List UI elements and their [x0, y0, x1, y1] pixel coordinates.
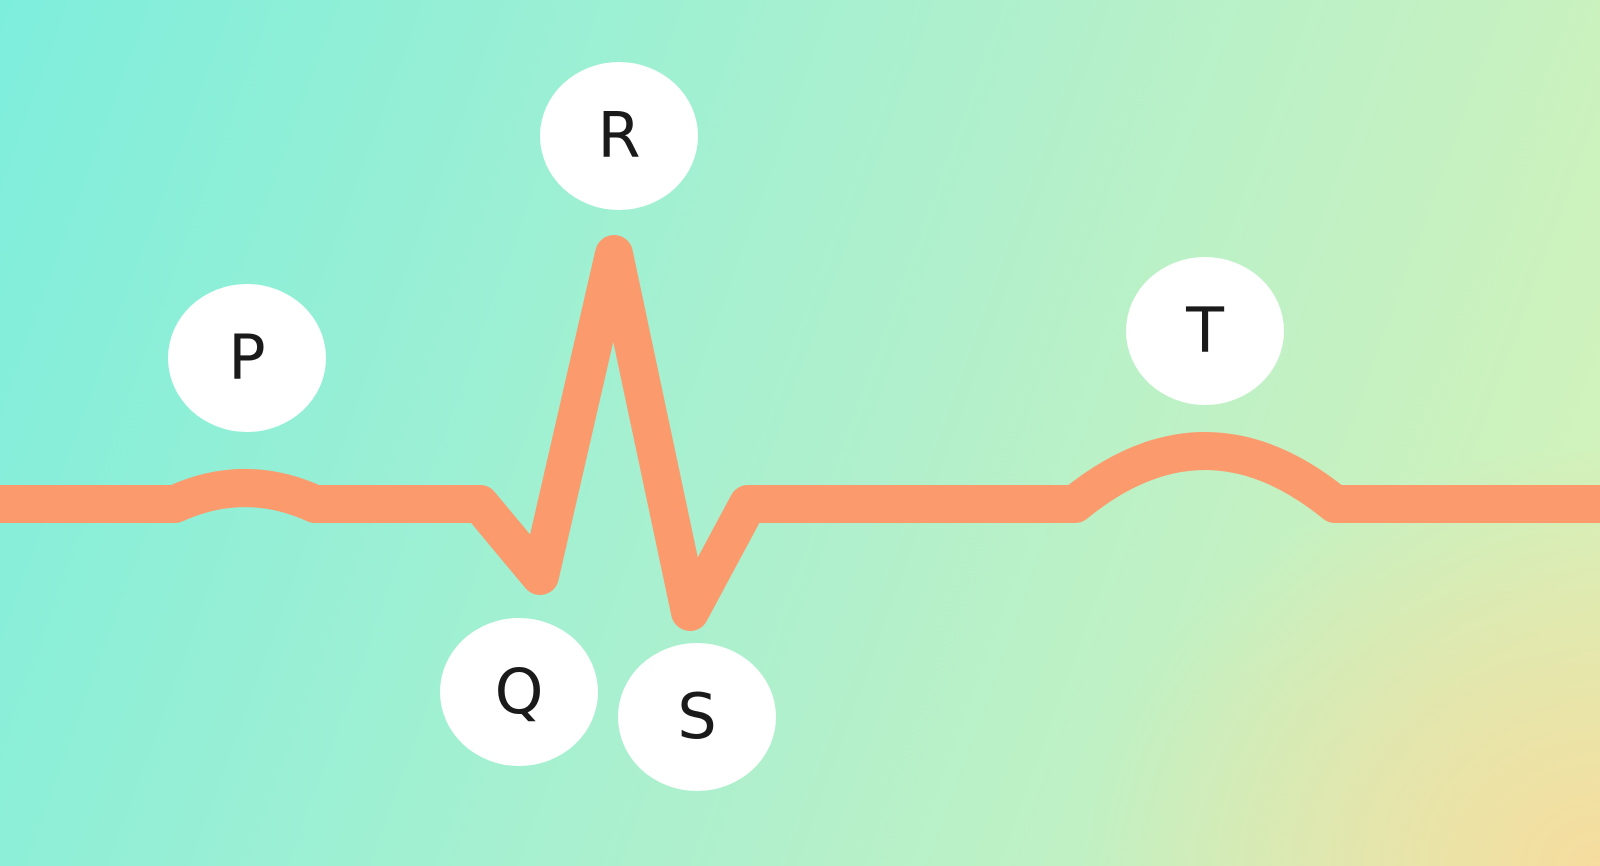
q-wave-letter: Q — [494, 655, 544, 728]
r-wave-label: R — [540, 62, 698, 210]
q-wave-label: Q — [440, 618, 598, 766]
s-wave-letter: S — [677, 680, 717, 753]
s-wave-label: S — [618, 643, 776, 791]
r-wave-letter: R — [597, 99, 641, 172]
t-wave-label: T — [1126, 257, 1284, 405]
ecg-trace-line — [0, 235, 1600, 631]
p-wave-label: P — [168, 284, 326, 432]
p-wave-letter: P — [228, 321, 266, 394]
t-wave-letter: T — [1186, 294, 1224, 367]
